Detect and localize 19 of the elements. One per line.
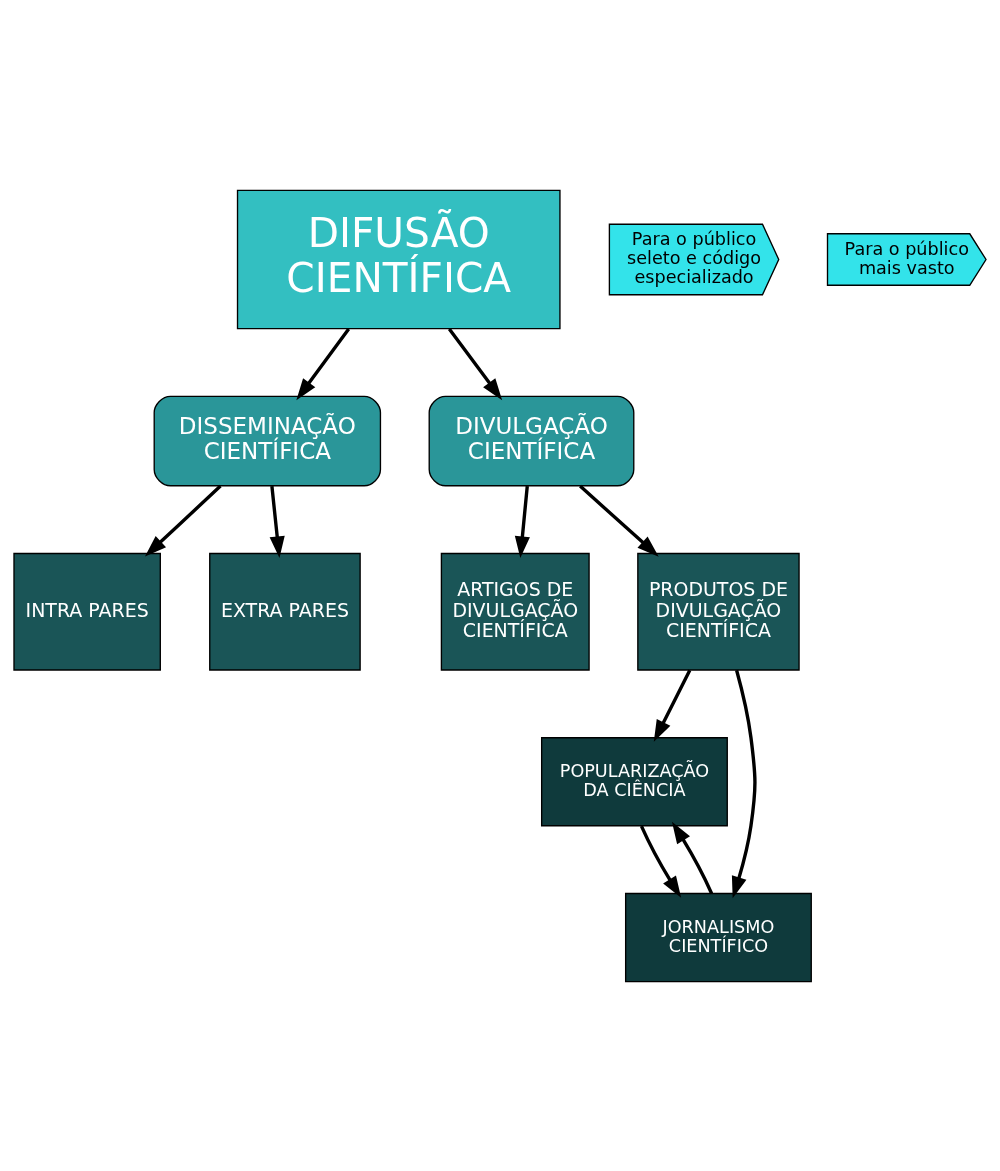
arrow bbox=[144, 484, 222, 556]
node-box: JORNALISMO CIENTÍFICO bbox=[624, 892, 812, 982]
node-box: DIVULGAÇÃO CIENTÍFICA bbox=[428, 395, 635, 486]
arrow bbox=[296, 327, 351, 400]
arrow bbox=[269, 485, 285, 558]
arrow bbox=[653, 668, 692, 742]
arrow bbox=[671, 821, 714, 894]
arrow bbox=[579, 484, 659, 557]
node-box: POPULARIZAÇÃO DA CIÊNCIA bbox=[541, 736, 728, 826]
arrow bbox=[731, 669, 757, 898]
node-box: EXTRA PARES bbox=[209, 552, 361, 671]
node-box: ARTIGOS DE DIVULGAÇÃO CIENTÍFICA bbox=[440, 552, 590, 671]
node-box: DIFUSÃO CIENTÍFICA bbox=[236, 189, 561, 329]
node-box: DISSEMINAÇÃO CIENTÍFICA bbox=[153, 395, 382, 486]
arrow bbox=[514, 485, 530, 558]
node-box: INTRA PARES bbox=[13, 552, 161, 671]
arrow bbox=[639, 824, 682, 898]
node-box: PRODUTOS DE DIVULGAÇÃO CIENTÍFICA bbox=[637, 552, 800, 671]
arrow bbox=[447, 327, 503, 400]
